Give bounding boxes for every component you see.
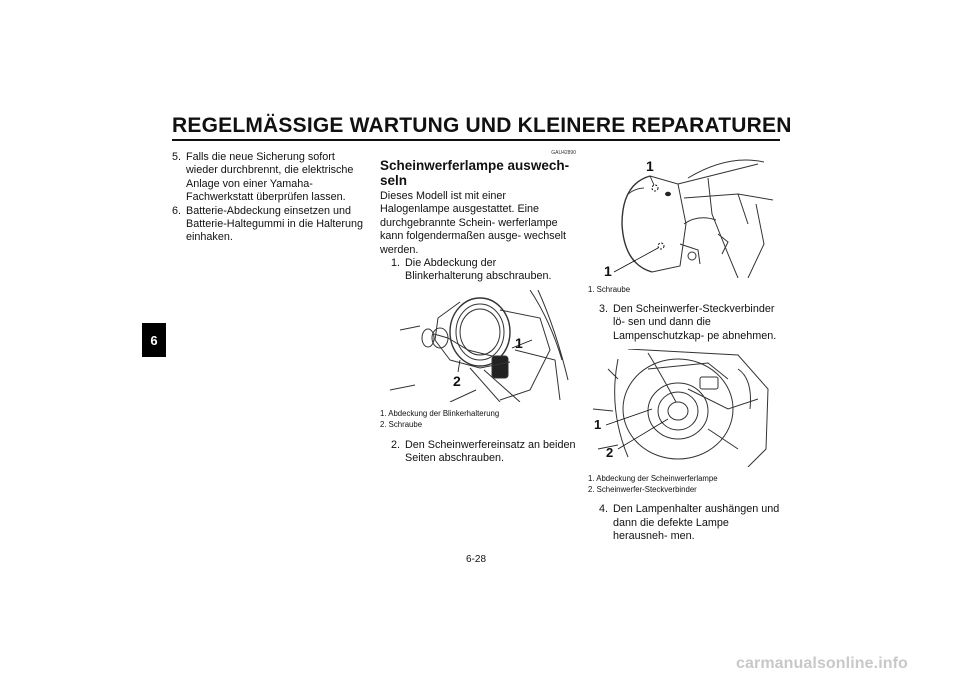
item-text: Batterie-Abdeckung einsetzen und Batteri… [186,204,364,244]
step-item: 3. Den Scheinwerfer-Steckverbinder lö- s… [599,303,784,343]
figure-caption: 2. Scheinwerfer-Steckverbinder [588,485,697,495]
step-number: 1. [391,257,401,270]
list-item: 6. Batterie-Abdeckung einsetzen und Batt… [172,205,367,245]
callout-label: 1 [646,158,654,174]
step-number: 4. [599,503,609,516]
section-code: GAU42890 [551,150,576,156]
step-number: 2. [391,438,401,451]
step-item: 1. Die Abdeckung der Blinkerhalterung ab… [391,257,576,284]
left-column: 5. Falls die neue Sicherung sofort wiede… [172,151,367,245]
step-text: Den Scheinwerfer-Steckverbinder lö- sen … [613,303,777,342]
figure-caption: 1. Schraube [588,285,631,294]
section-heading: Scheinwerferlampe auswech- seln [380,158,570,188]
page-number: 6-28 [466,554,487,565]
chapter-tab: 6 [142,323,166,357]
page-title: REGELMÄSSIGE WARTUNG UND KLEINERE REPARA… [172,114,792,137]
headlight-illustration: 1 2 [389,289,569,402]
figure-lamp-cover: 1 2 [588,349,784,468]
figure-caption: 1. Abdeckung der Scheinwerferlampe [588,474,718,484]
step-text: Den Scheinwerfereinsatz an beiden Seiten… [405,438,576,465]
right-column: 1 1 1. Schraube 3. Den Scheinwerfer-Stec… [588,150,784,543]
item-text: Falls die neue Sicherung sofort wieder d… [186,151,354,204]
figure-caption: 1. Abdeckung der Blinkerhalterung [380,408,500,418]
watermark: carmanualsonline.info [736,655,908,672]
step-item: 2. Den Scheinwerfereinsatz an beiden Sei… [391,439,576,466]
figure-turn-signal-cover: 1 2 [380,289,576,402]
callout-label: 2 [453,373,461,389]
callout-label: 2 [606,445,613,460]
step-text: Die Abdeckung der Blinkerhalterung absch… [405,257,552,283]
item-number: 6. [172,204,182,217]
step-item: 4. Den Lampenhalter aushängen und dann d… [599,503,784,543]
figure-caption: 2. Schraube [380,419,423,429]
step-number: 3. [599,303,609,315]
title-rule [172,139,780,141]
headlight-rear-illustration: 1 2 [592,349,769,468]
callout-label: 1 [594,417,601,432]
middle-column: GAU42890 Scheinwerferlampe auswech- seln… [380,150,576,466]
item-number: 5. [172,151,182,163]
figure-headlight-screws: 1 1 [588,154,784,278]
list-item: 5. Falls die neue Sicherung sofort wiede… [172,151,367,205]
headlight-side-illustration: 1 1 [604,158,774,278]
callout-label: 1 [604,263,612,278]
callout-label: 1 [515,335,523,351]
step-text: Den Lampenhalter aushängen und dann die … [613,503,780,543]
intro-paragraph: Dieses Modell ist mit einer Halogenlampe… [380,190,567,256]
